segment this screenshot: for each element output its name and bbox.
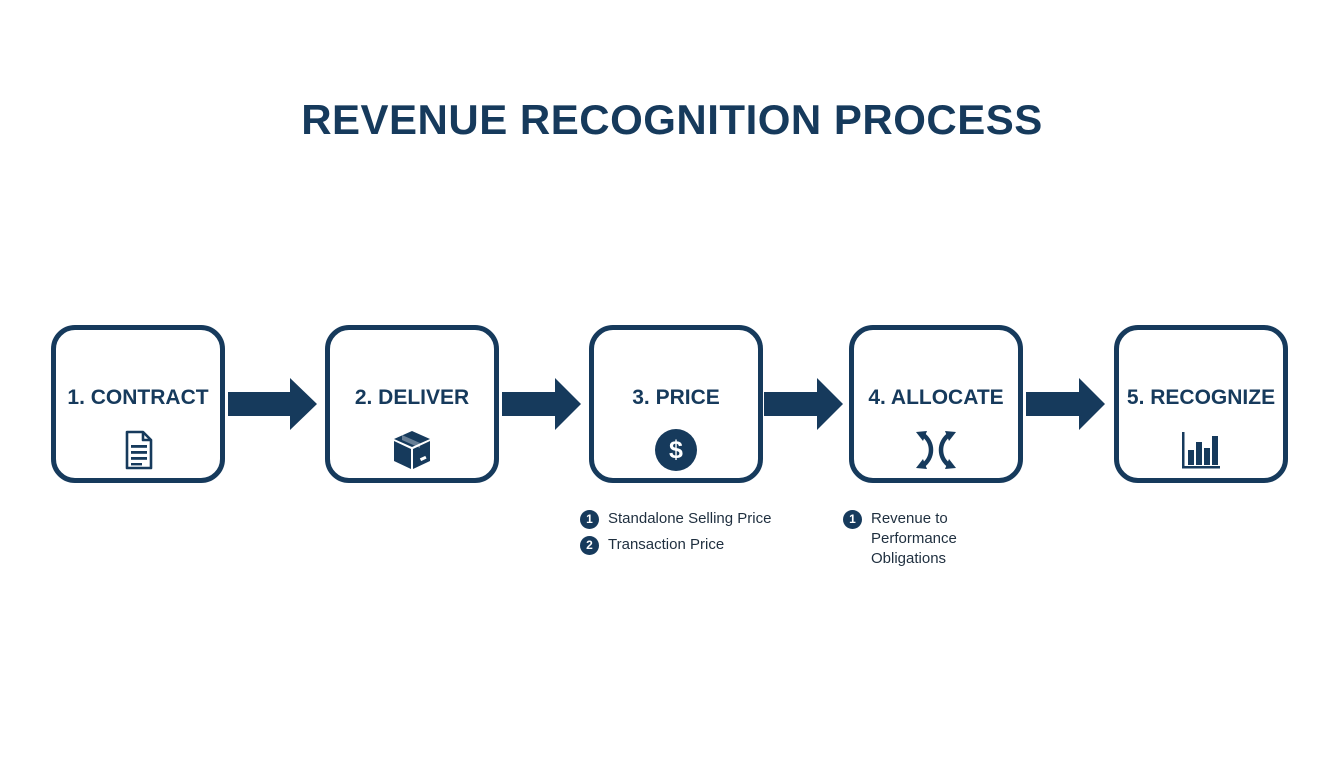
- flow-arrow: [1026, 377, 1106, 431]
- document-icon: [116, 428, 160, 472]
- dollar-icon: $: [654, 428, 698, 472]
- svg-text:$: $: [669, 436, 683, 464]
- step-label: 5. RECOGNIZE: [1126, 386, 1276, 409]
- list-item: 2 Transaction Price: [580, 535, 810, 555]
- step-allocate: 4. ALLOCATE: [849, 325, 1023, 483]
- step-contract: 1. CONTRACT: [51, 325, 225, 483]
- number-badge: 1: [580, 510, 599, 529]
- flow-arrow: [764, 377, 844, 431]
- price-notes: 1 Standalone Selling Price 2 Transaction…: [580, 509, 810, 561]
- box-icon: [390, 428, 434, 472]
- step-label: 2. DELIVER: [354, 386, 470, 409]
- bar-chart-icon: [1179, 428, 1223, 472]
- note-text: Standalone Selling Price: [608, 510, 772, 527]
- step-label: 4. ALLOCATE: [868, 386, 1004, 409]
- page-title: REVENUE RECOGNITION PROCESS: [301, 96, 1043, 143]
- flow-arrow: [228, 377, 318, 431]
- step-label: 1. CONTRACT: [67, 386, 209, 409]
- flow-arrow: [502, 377, 582, 431]
- shuffle-icon: [914, 428, 958, 472]
- allocate-notes: 1 Revenue to Performance Obligations: [843, 509, 971, 575]
- note-text: Revenue to Performance Obligations: [871, 510, 957, 567]
- step-deliver: 2. DELIVER: [325, 325, 499, 483]
- list-item: 1 Revenue to Performance Obligations: [843, 509, 971, 569]
- step-recognize: 5. RECOGNIZE: [1114, 325, 1288, 483]
- number-badge: 2: [580, 536, 599, 555]
- number-badge: 1: [843, 510, 862, 529]
- note-text: Transaction Price: [608, 536, 725, 553]
- step-label: 3. PRICE: [632, 386, 720, 409]
- step-price: 3. PRICE $: [589, 325, 763, 483]
- list-item: 1 Standalone Selling Price: [580, 509, 810, 529]
